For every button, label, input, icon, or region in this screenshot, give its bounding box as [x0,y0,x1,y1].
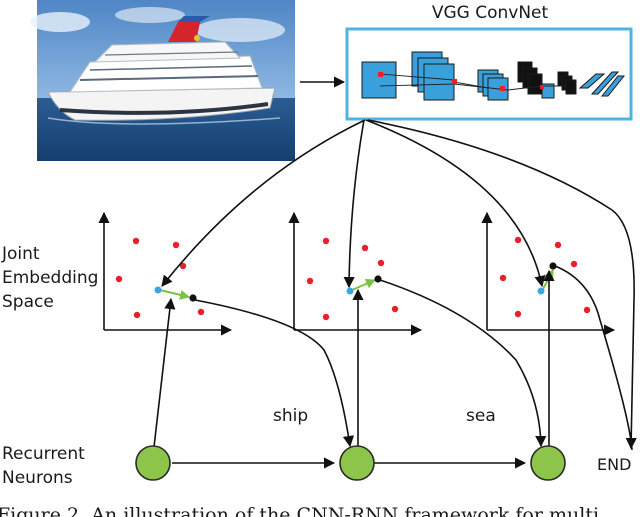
word-sea: sea [466,406,496,426]
neuron-3 [530,445,566,481]
vgg-to-embedding-arrows [161,119,637,450]
embedding-steps [154,262,557,302]
word-ship: ship [273,406,308,426]
neuron-2 [339,445,375,481]
embedding-points [115,236,591,321]
vgg-connections [379,73,566,91]
neuron-to-embedding-arrows [153,269,555,448]
joint-label-line1: Joint [1,244,40,264]
neuron-1 [135,445,171,481]
vgg-kernel-marks [378,72,544,91]
word-end: END [597,455,631,474]
joint-label-line2: Embedding [2,268,98,288]
ship-photo [30,0,295,161]
embedding-to-neuron-arrows [194,265,633,451]
recurrent-label-line2: Neurons [2,468,73,488]
figure-caption: Figure 2. An illustration of the CNN-RNN… [0,504,599,517]
joint-label-line3: Space [2,292,54,312]
vgg-label: VGG ConvNet [432,3,549,23]
recurrent-label-line1: Recurrent [2,444,85,464]
embedding-axes-3 [481,211,616,336]
